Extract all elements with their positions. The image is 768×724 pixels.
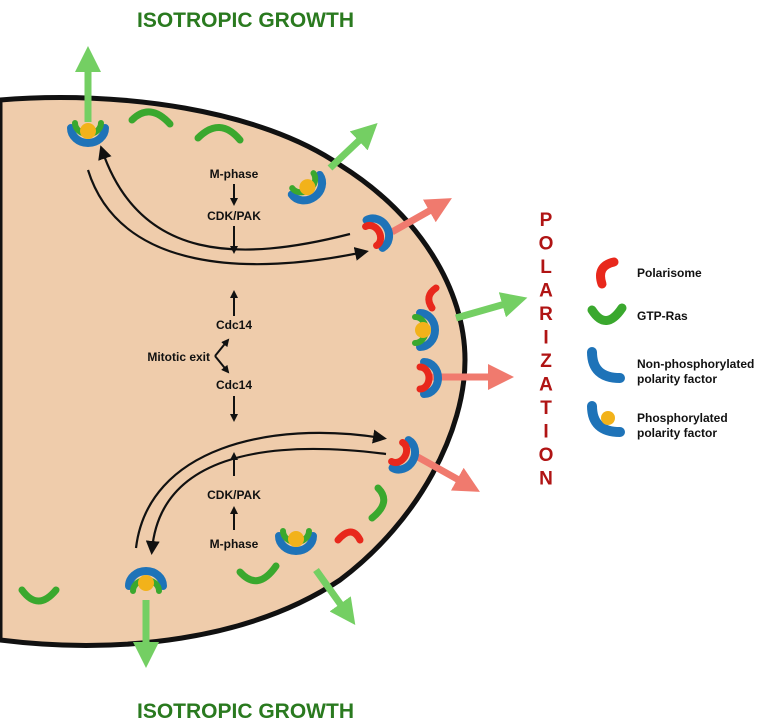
- polarisome-complex-middle: [416, 358, 442, 398]
- growth-arrow-bottom-mid: [313, 567, 356, 626]
- polarization-letter: L: [540, 257, 552, 278]
- label-cdk-pak-bottom: CDK/PAK: [207, 488, 261, 502]
- polarisome-complex-upper: [362, 214, 394, 252]
- polarisome-right-1: [425, 284, 440, 312]
- polarization-letter: Z: [540, 351, 552, 372]
- phospho-polarity-factor-complex-bottom-left: [125, 567, 167, 594]
- phospho-polarity-factor-complex-top-left: [67, 120, 109, 147]
- legend-phos-label-line2: polarity factor: [637, 426, 717, 440]
- gtp-ras-lower-right: [368, 484, 388, 522]
- polarisome-complex-lower: [388, 436, 420, 474]
- polarization-letter: N: [539, 469, 553, 490]
- gtp-ras-top-2: [194, 124, 244, 144]
- polarization-letter: P: [540, 210, 553, 231]
- arrow-mitotic-exit-down: [214, 355, 230, 374]
- cycle-arrows-bottom: [134, 429, 387, 555]
- legend-polarisome-label: Polarisome: [637, 266, 702, 280]
- gtp-ras-bottom-mid: [236, 562, 280, 585]
- polarization-letter: I: [543, 422, 548, 443]
- label-m-phase-bottom: M-phase: [210, 537, 259, 551]
- polarization-letter: A: [539, 375, 553, 396]
- arrow-mitotic-exit-up: [214, 338, 230, 357]
- polarization-letter: A: [539, 281, 553, 302]
- polarization-letter: O: [539, 234, 554, 255]
- label-cdk-pak-top: CDK/PAK: [207, 209, 261, 223]
- cycle-arrows-top: [86, 145, 369, 266]
- phospho-polarity-factor-complex-top-mid: [287, 170, 327, 205]
- label-cdc14-top: Cdc14: [216, 318, 252, 332]
- phospho-polarity-factor-complex-bottom-mid: [275, 528, 317, 555]
- growth-arrow-right-upper: [455, 292, 528, 322]
- polarization-letter: T: [540, 398, 552, 419]
- phospho-polarity-factor-complex-right: [412, 309, 439, 351]
- legend-nonphos-factor-icon: [587, 347, 625, 383]
- growth-arrow-top-mid: [327, 123, 378, 171]
- legend-polarisome-icon: [596, 257, 619, 289]
- polarisome-bottom: [334, 528, 364, 544]
- gtp-ras-bottom-left: [18, 586, 60, 605]
- label-cdc14-bottom: Cdc14: [216, 378, 252, 392]
- legend-phos-factor-icon: [587, 401, 625, 437]
- legend-gtp-ras-label: GTP-Ras: [637, 309, 688, 323]
- legend-phos-label-line1: Phosphorylated: [637, 411, 728, 425]
- title-bottom-isotropic-growth: ISOTROPIC GROWTH: [137, 700, 354, 723]
- legend-nonphos-label-line2: polarity factor: [637, 372, 717, 386]
- legend-nonphos-label-line1: Non-phosphorylated: [637, 357, 754, 371]
- gtp-ras-top-1: [128, 108, 174, 128]
- polarization-arrow-upper: [390, 198, 452, 236]
- legend-gtp-ras-icon: [587, 303, 627, 325]
- label-mitotic-exit: Mitotic exit: [147, 350, 210, 364]
- polarization-arrow-lower: [414, 452, 480, 492]
- polarization-letter: R: [539, 304, 553, 325]
- title-top-isotropic-growth: ISOTROPIC GROWTH: [137, 9, 354, 32]
- polarization-letter: I: [543, 328, 548, 349]
- legend: Polarisome GTP-Ras Non-phosphorylated po…: [587, 257, 754, 440]
- label-m-phase-top: M-phase: [210, 167, 259, 181]
- polarization-letter: O: [539, 445, 554, 466]
